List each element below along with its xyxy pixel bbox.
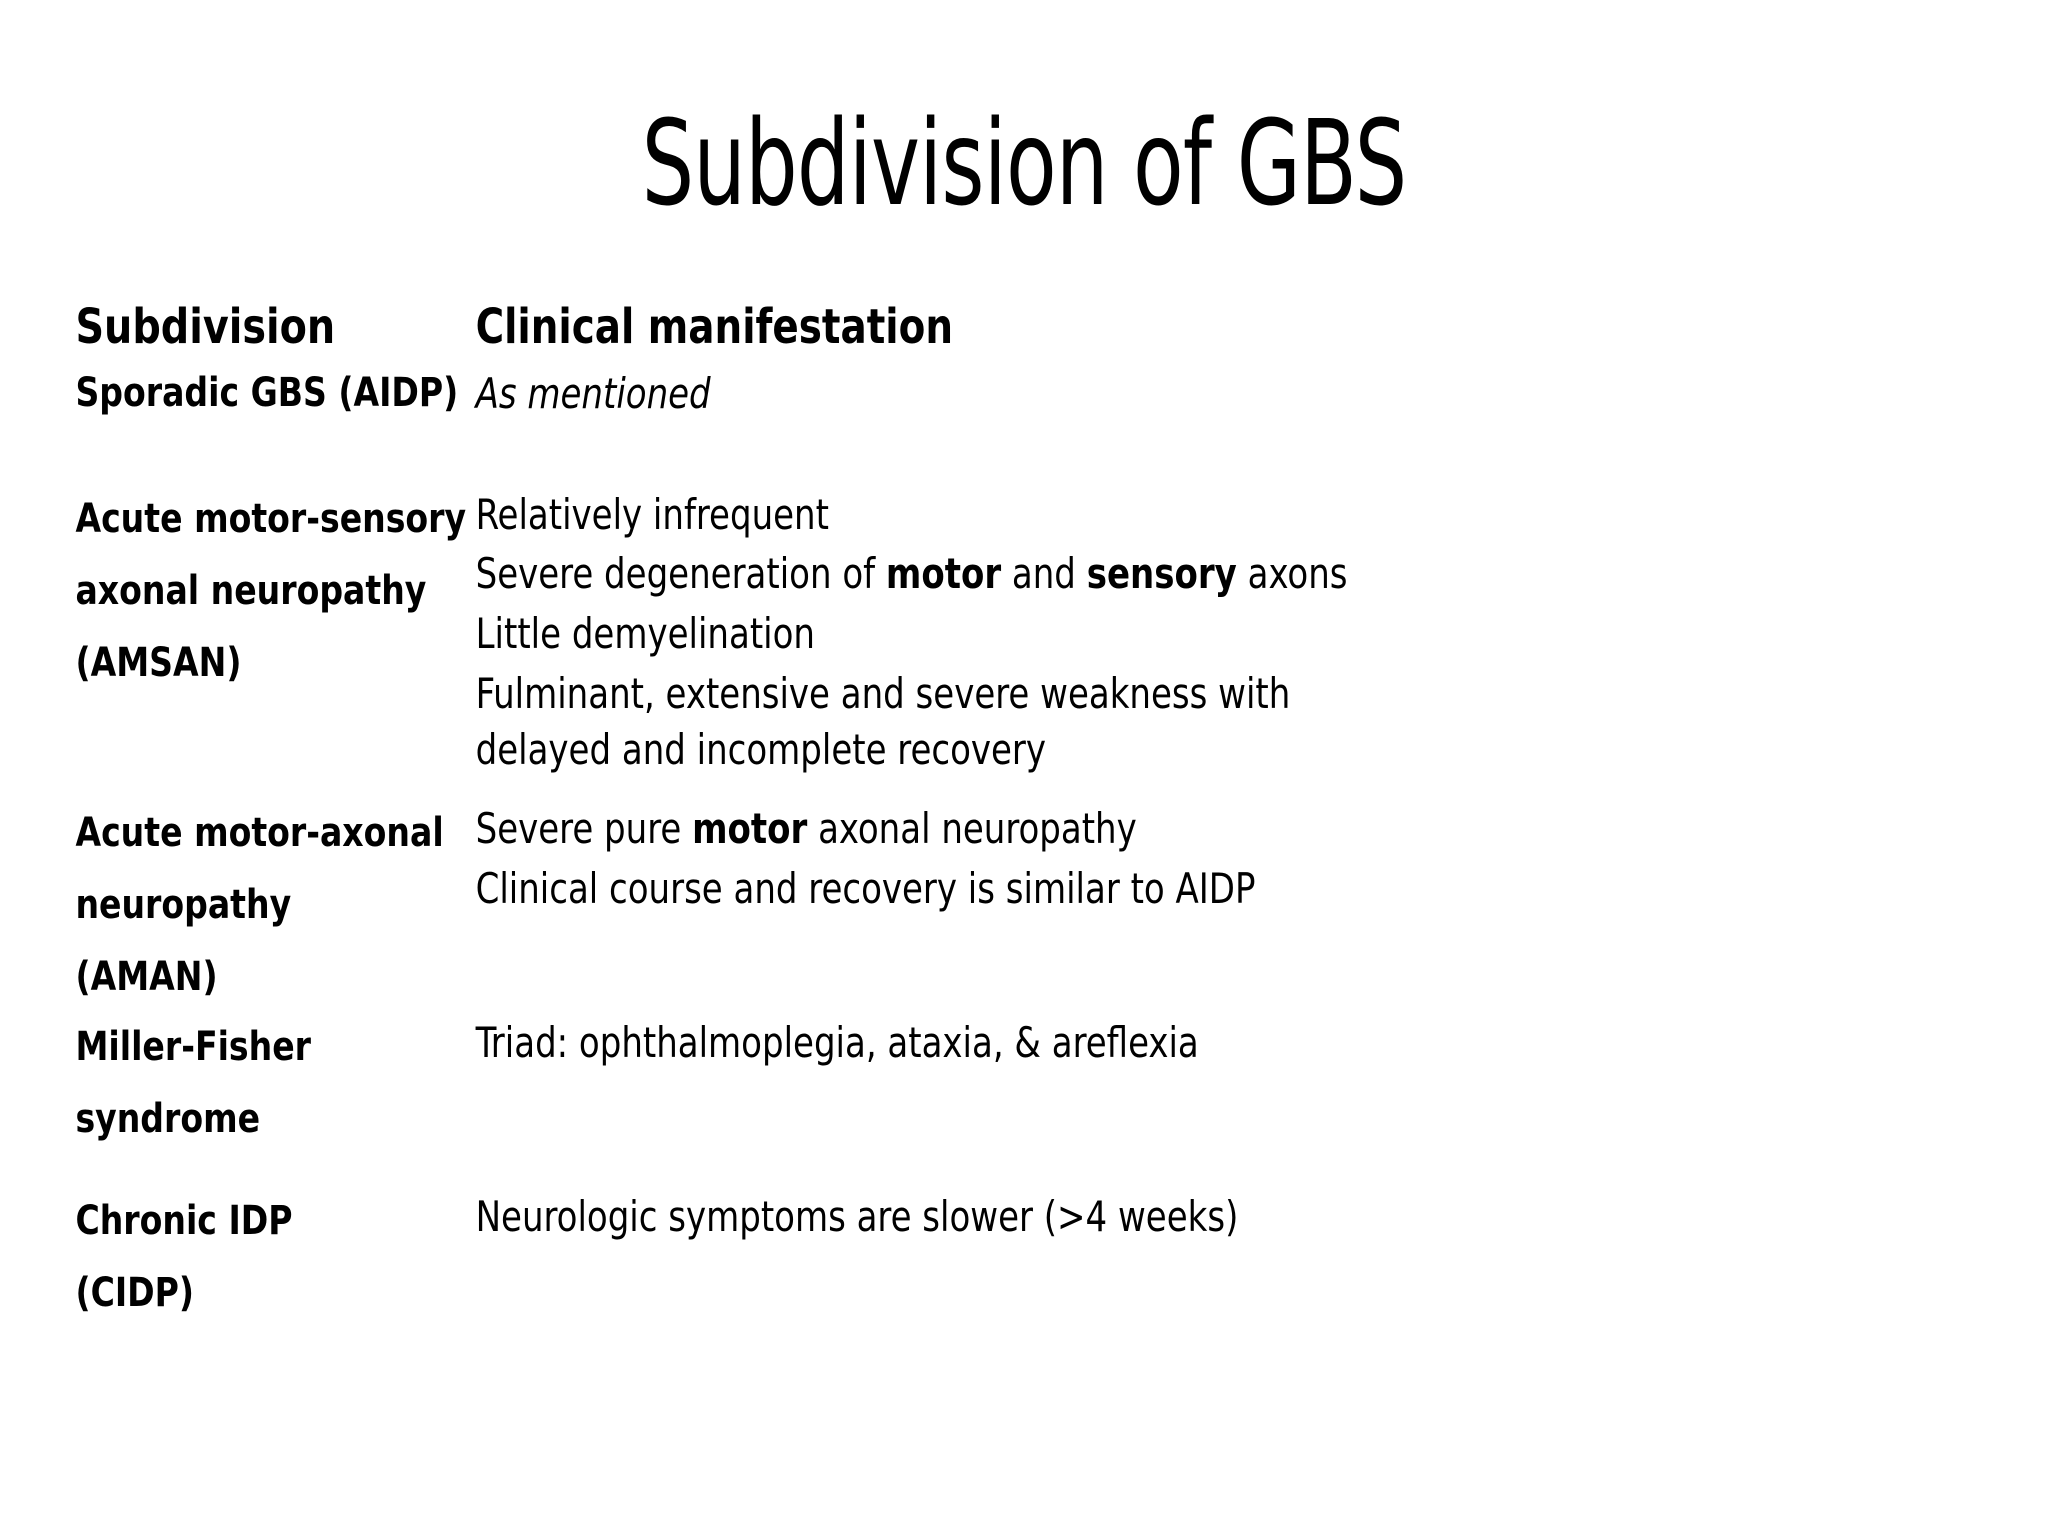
gbs-subdivision-table: Subdivision Clinical manifestation Spora… (0, 299, 2048, 1324)
row-amsan-manifestation-line-4a: Fulminant, extensive and severe weakness… (475, 668, 1291, 718)
row-aman-subdivision-line-1: Acute motor-axonal (75, 810, 444, 857)
column-header-clinical-manifestation-label: Clinical manifestation (475, 299, 953, 355)
table-row: Sporadic GBS (AIDP) As mentioned (0, 369, 2048, 419)
text-fragment: axonal neuropathy (807, 804, 1137, 854)
row-amsan-subdivision-line-1: Acute motor-sensory (75, 495, 467, 542)
row-amsan-subdivision: Acute motor-sensory axonal neuropathy (A… (0, 488, 467, 694)
row-aman-subdivision-line-3: (AMAN) (75, 954, 218, 1001)
row-mfs-subdivision-line-2: syndrome (75, 1096, 261, 1143)
row-amsan-manifestation-line-1: Relatively infrequent (475, 489, 829, 539)
row-cidp-subdivision-line-1: Chronic IDP (75, 1198, 293, 1245)
row-cidp-manifestation: Neurologic symptoms are slower (>4 weeks… (463, 1190, 1890, 1244)
row-cidp-subdivision-line-2: (CIDP) (75, 1270, 195, 1317)
emphasis-motor: motor (692, 804, 808, 854)
text-fragment: Severe pure (475, 804, 693, 854)
row-amsan-manifestation: Relatively infrequent Severe degeneratio… (463, 488, 1890, 777)
table-row: Miller-Fisher syndrome Triad: ophthalmop… (0, 1016, 2048, 1150)
row-aman-manifestation-line-1: Severe pure motor axonal neuropathy (476, 802, 1836, 856)
row-aidp-subdivision: Sporadic GBS (AIDP) (0, 369, 459, 417)
row-mfs-subdivision-line-1: Miller-Fisher (75, 1024, 312, 1071)
row-amsan-subdivision-line-2: axonal neuropathy (75, 567, 427, 614)
emphasis-sensory: sensory (1086, 549, 1237, 599)
row-aidp-manifestation-line: As mentioned (475, 369, 711, 419)
row-aman-subdivision-line-2: neuropathy (75, 882, 292, 929)
row-aman-manifestation: Severe pure motor axonal neuropathy Clin… (463, 802, 1890, 916)
column-header-clinical-manifestation: Clinical manifestation (463, 299, 1890, 355)
row-cidp-subdivision: Chronic IDP (CIDP) (0, 1190, 426, 1324)
row-amsan-manifestation-line-2: Severe degeneration of motor and sensory… (476, 547, 1836, 601)
row-amsan-manifestation-line-3: Little demyelination (475, 609, 815, 659)
row-aidp-subdivision-line: Sporadic GBS (AIDP) (75, 370, 459, 417)
table-header-row: Subdivision Clinical manifestation (0, 299, 2048, 355)
row-amsan-manifestation-line-4b: delayed and incomplete recovery (475, 724, 1047, 774)
row-aman-manifestation-line-2: Clinical course and recovery is similar … (475, 864, 1256, 914)
header-spacer (0, 355, 2048, 369)
column-header-subdivision: Subdivision (0, 299, 426, 355)
text-fragment: axons (1236, 549, 1348, 599)
column-header-subdivision-label: Subdivision (75, 299, 336, 355)
text-fragment: and (1001, 549, 1087, 599)
row-amsan-subdivision-line-3: (AMSAN) (75, 639, 242, 686)
table-row: Chronic IDP (CIDP) Neurologic symptoms a… (0, 1190, 2048, 1324)
emphasis-motor: motor (885, 549, 1002, 599)
text-fragment: Severe degeneration of (475, 549, 886, 599)
row-mfs-manifestation: Triad: ophthalmoplegia, ataxia, & arefle… (463, 1016, 1890, 1070)
table-row: Acute motor-sensory axonal neuropathy (A… (0, 488, 2048, 777)
row-spacer (0, 420, 2048, 488)
row-mfs-manifestation-line-1: Triad: ophthalmoplegia, ataxia, & arefle… (475, 1018, 1199, 1068)
table-row: Acute motor-axonal neuropathy (AMAN) Sev… (0, 802, 2048, 1008)
row-spacer (0, 1008, 2048, 1016)
row-mfs-subdivision: Miller-Fisher syndrome (0, 1016, 426, 1150)
row-spacer (0, 776, 2048, 802)
row-spacer (0, 1150, 2048, 1190)
page-title: Subdivision of GBS (641, 94, 1408, 232)
row-aman-subdivision: Acute motor-axonal neuropathy (AMAN) (0, 802, 444, 1008)
row-cidp-manifestation-line-1: Neurologic symptoms are slower (>4 weeks… (475, 1192, 1239, 1242)
row-aidp-manifestation: As mentioned (463, 369, 1890, 419)
